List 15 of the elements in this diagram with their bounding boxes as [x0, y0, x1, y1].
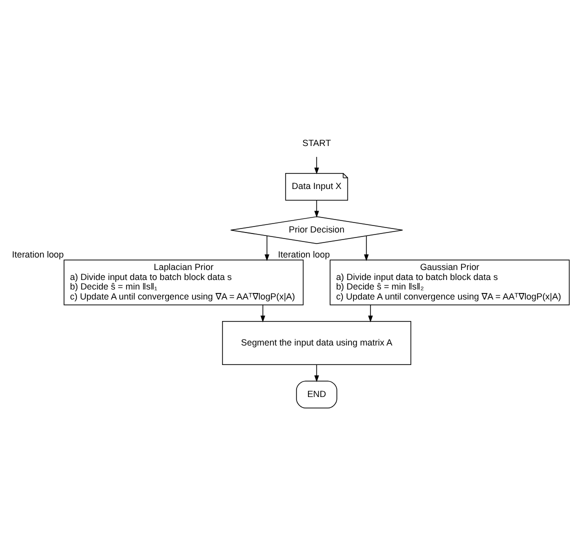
node-box: Segment the input data using matrix A: [222, 320, 412, 366]
arrow: [264, 236, 270, 262]
node-label: Iteration loop: [12, 249, 64, 260]
arrow: [314, 364, 320, 382]
node-label: Iteration loop: [278, 249, 330, 260]
node-box: Laplacian Prior a) Divide input data to batch block data s b) Decide ŝ = min ‖s‖₁ c) Update A until convergence using ∇A = AAᵀ∇logP(x|A): [64, 260, 304, 306]
node-diamond: Prior Decision: [230, 216, 403, 244]
node-box: Gaussian Prior a) Divide input data to batch block data s b) Decide ŝ = min ‖s‖₂ c) Update A until convergence using ∇A = AAᵀ∇logP(x|A): [330, 260, 570, 306]
arrow: [260, 304, 266, 322]
arrow: [314, 156, 320, 174]
node-text: START: [302, 138, 331, 148]
node-box: END: [296, 380, 338, 408]
arrow: [368, 304, 373, 322]
arrow: [314, 200, 320, 218]
arrow: [364, 236, 369, 262]
